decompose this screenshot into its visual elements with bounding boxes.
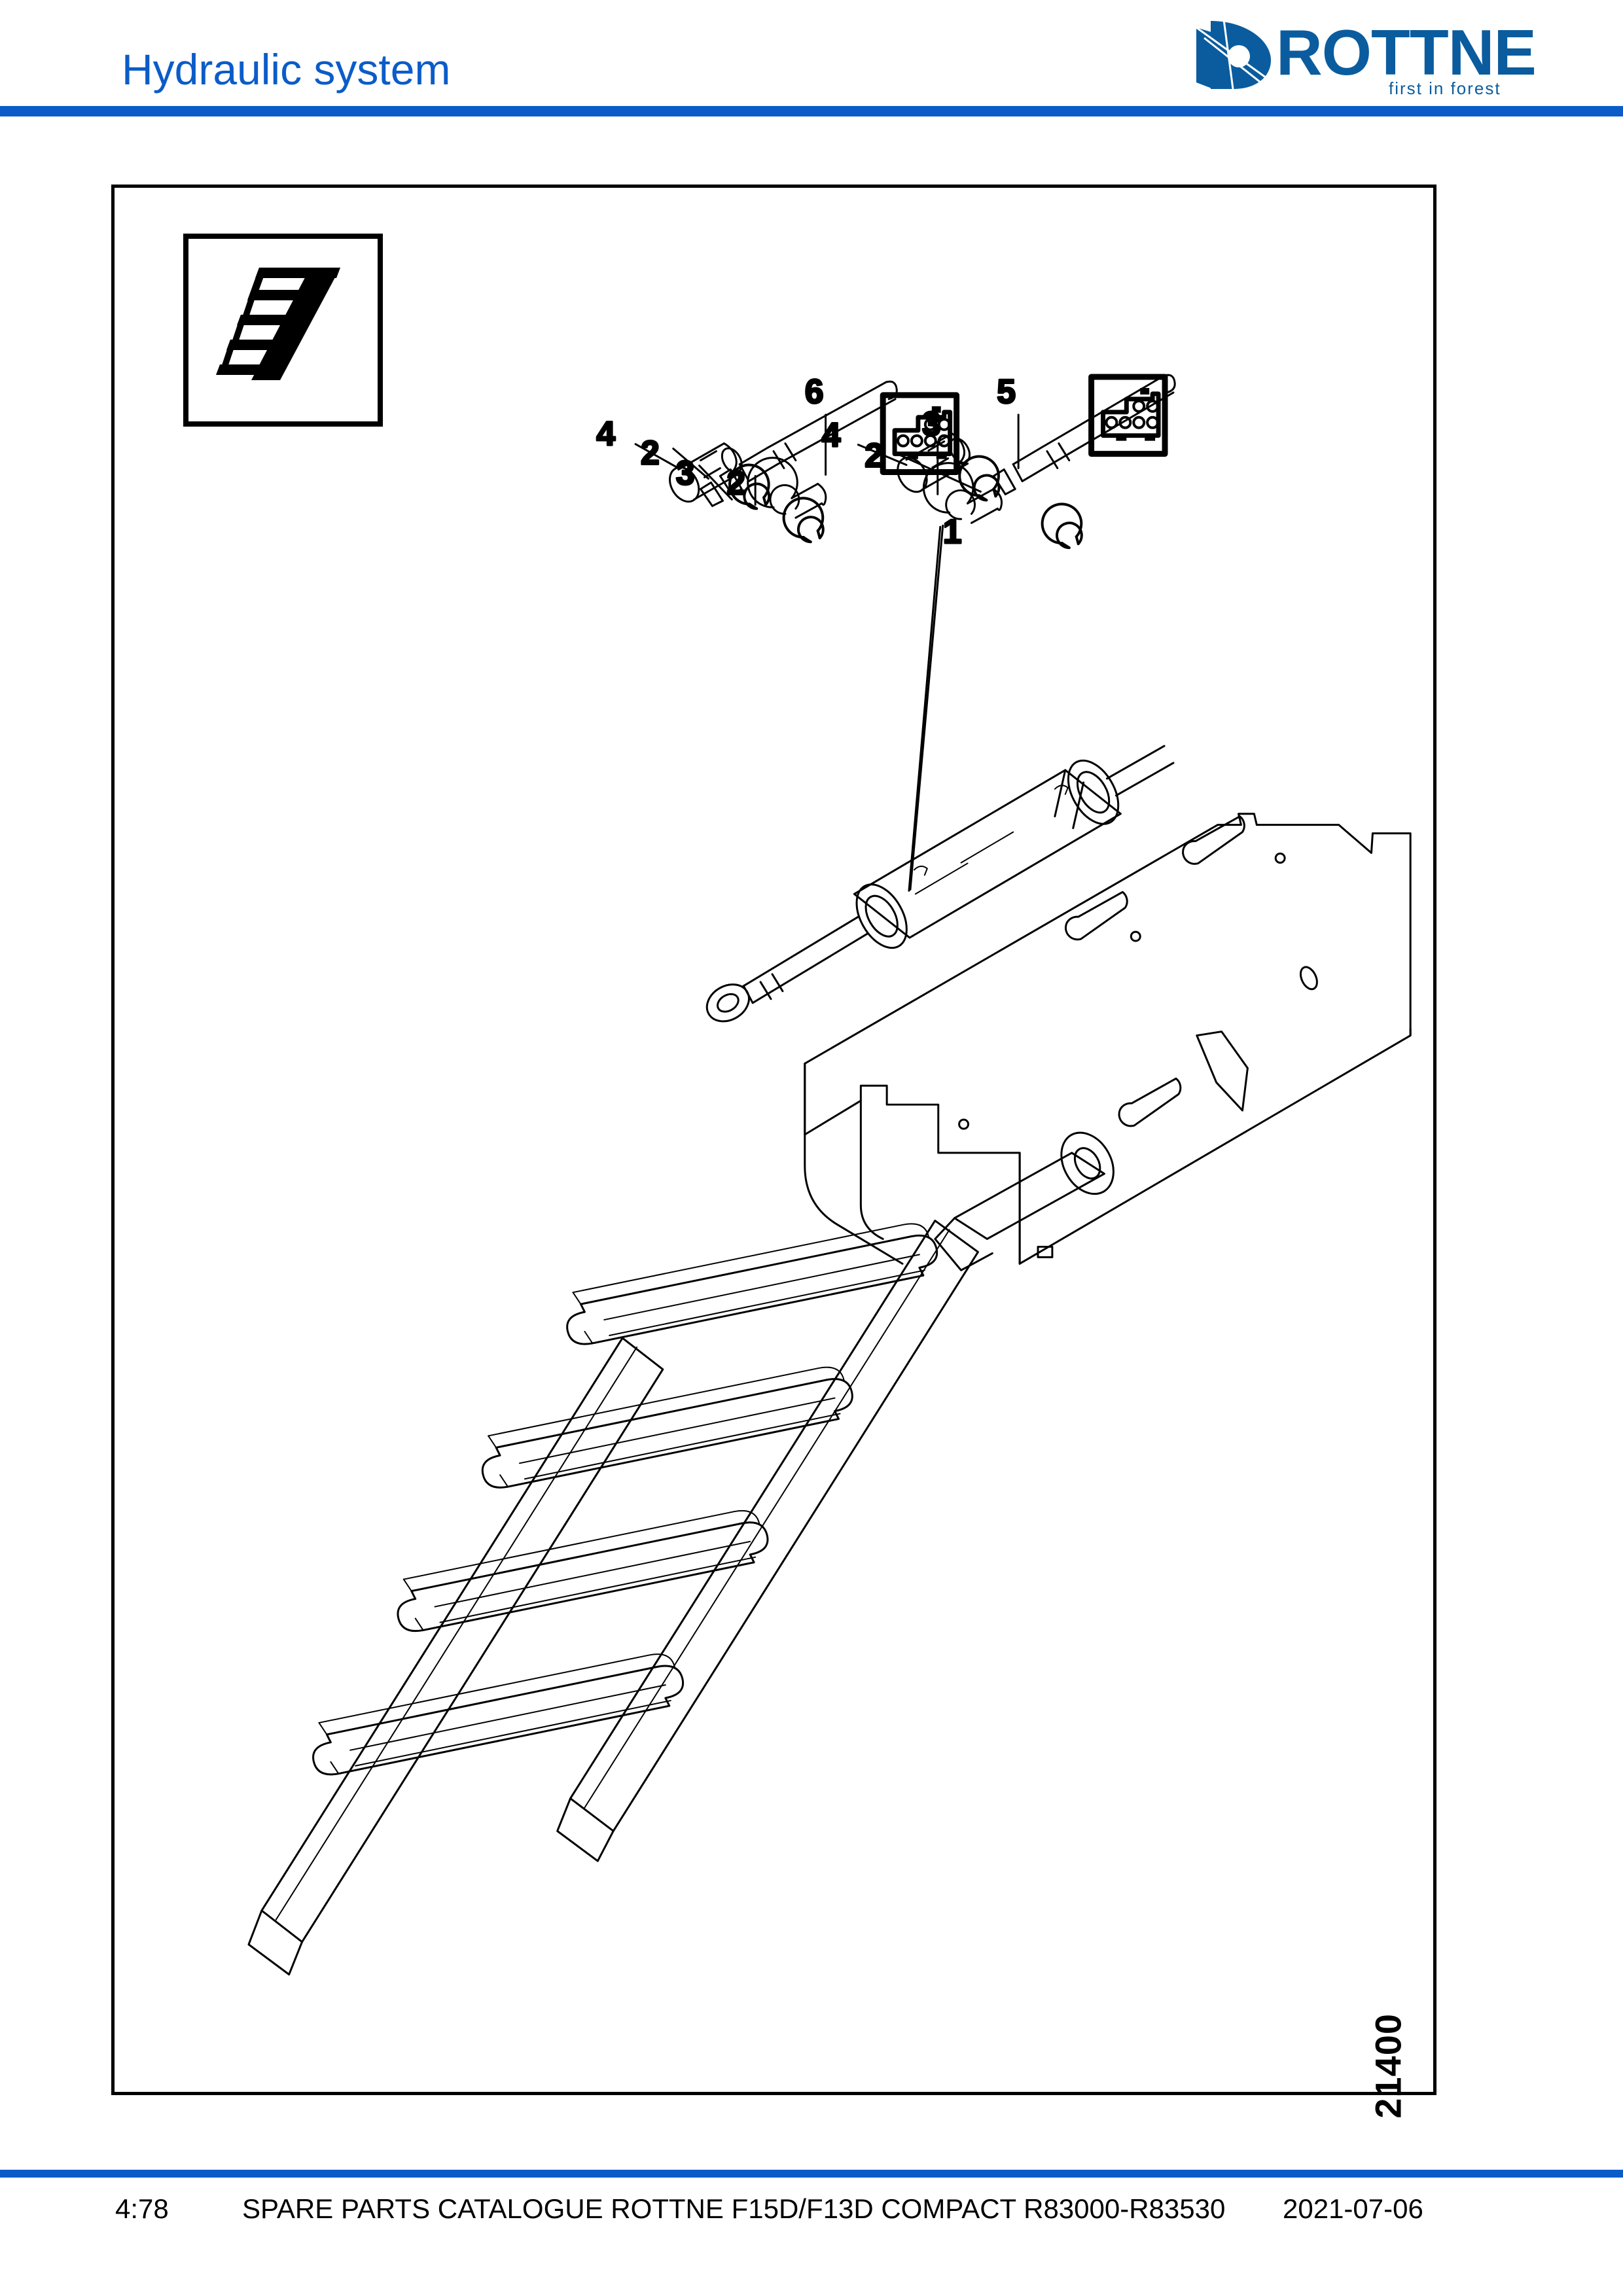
header-rule — [0, 106, 1623, 116]
hydraulic-hose-left — [700, 380, 898, 507]
hydraulic-cylinder — [705, 745, 1175, 1023]
ladder-four-step — [247, 1220, 979, 1976]
callout-2-a: 2 — [641, 434, 660, 472]
callout-4-right: 4 — [822, 416, 841, 454]
callout-3-right: 3 — [922, 405, 941, 443]
logo-wordmark: ROTTNE — [1276, 16, 1536, 88]
pivot-pin-left — [669, 442, 743, 503]
logo-tagline: first in forest — [1389, 79, 1501, 98]
leader-lines — [634, 414, 1020, 891]
footer-rule — [0, 2170, 1623, 2178]
callout-3-left: 3 — [676, 453, 695, 491]
callout-2-c: 2 — [865, 436, 883, 474]
rottne-logo: ROTTNE first in forest — [1173, 9, 1539, 98]
drawing-frame: 6 5 4 4 3 2 3 2 2 1 21400 — [111, 185, 1436, 2119]
circlip-ring-c — [958, 455, 1001, 502]
circlip-ring-d — [1041, 503, 1083, 550]
exploded-assembly-drawing: 6 5 4 4 3 2 3 2 2 1 — [115, 188, 1433, 2092]
drawing-number: 21400 — [1368, 2013, 1409, 2119]
footer-catalogue-title: SPARE PARTS CATALOGUE ROTTNE F15D/F13D C… — [242, 2193, 1226, 2224]
circlip-ring-a — [728, 463, 771, 510]
callout-6: 6 — [805, 372, 824, 410]
callout-2-b: 2 — [726, 463, 745, 501]
callout-1: 1 — [943, 512, 962, 550]
page-footer: 4:78 SPARE PARTS CATALOGUE ROTTNE F15D/F… — [0, 2170, 1623, 2248]
callout-4-left: 4 — [596, 415, 615, 453]
page-header: Hydraulic system ROTTNE first in forest — [0, 0, 1623, 116]
circlip-ring-b — [782, 497, 825, 544]
footer-date: 2021-07-06 — [1283, 2193, 1423, 2224]
stairs-symbol-box — [183, 234, 383, 427]
stairs-ladder-icon — [216, 268, 340, 380]
mounting-bracket-plate — [804, 813, 1412, 1271]
hydraulic-connector-box-right — [1088, 374, 1168, 457]
callout-5: 5 — [997, 372, 1016, 410]
hydraulic-hose-right — [992, 374, 1176, 495]
page-title: Hydraulic system — [122, 45, 451, 94]
footer-row: 4:78 SPARE PARTS CATALOGUE ROTTNE F15D/F… — [0, 2193, 1623, 2233]
footer-page-number: 4:78 — [115, 2193, 169, 2224]
